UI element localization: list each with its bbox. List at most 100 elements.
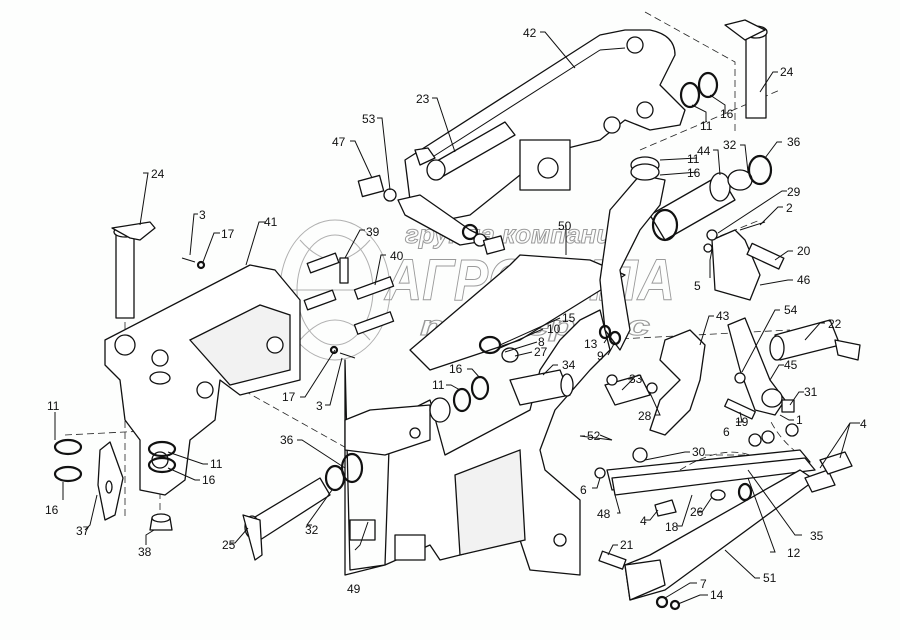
part-7-washer bbox=[655, 595, 669, 609]
part-1 bbox=[785, 423, 799, 437]
part-24-left-pin bbox=[111, 221, 156, 319]
part-53-nut bbox=[383, 188, 397, 202]
part-11-ring-left bbox=[53, 438, 83, 456]
part-30-bush bbox=[632, 447, 648, 463]
callout-49: 49 bbox=[347, 582, 361, 596]
callout-4: 4 bbox=[860, 417, 867, 431]
callout-30: 30 bbox=[692, 445, 706, 459]
part-21-pin bbox=[598, 550, 627, 570]
callout-38: 38 bbox=[138, 545, 152, 559]
part-35-clip bbox=[737, 482, 753, 502]
callout-24: 24 bbox=[780, 65, 794, 79]
callout-15: 15 bbox=[562, 311, 576, 325]
part-47-block bbox=[357, 174, 385, 198]
callout-9: 9 bbox=[597, 349, 604, 363]
part-3-17-bolt-mid bbox=[329, 345, 356, 359]
part-46-bracket bbox=[711, 229, 761, 301]
callout-37: 37 bbox=[76, 524, 90, 538]
part-41-frame bbox=[104, 264, 301, 496]
callout-7: 7 bbox=[700, 577, 707, 591]
part-4-bolt-left bbox=[654, 499, 677, 517]
callout-35: 35 bbox=[810, 529, 824, 543]
part-39-40-blocks bbox=[303, 252, 395, 335]
callout-24: 24 bbox=[151, 167, 165, 181]
part-11-ring-mid bbox=[452, 387, 472, 413]
part-16-ring-top bbox=[697, 71, 719, 99]
callout-42: 42 bbox=[523, 26, 537, 40]
callout-33: 33 bbox=[629, 372, 643, 386]
callout-labels: 24 3 17 41 42 23 53 47 39 40 50 24 16 11… bbox=[45, 26, 867, 602]
callout-52: 52 bbox=[587, 429, 601, 443]
part-26-pin bbox=[710, 489, 726, 501]
part-16-ring-frame bbox=[147, 456, 177, 474]
callout-6: 6 bbox=[723, 425, 730, 439]
callout-40: 40 bbox=[390, 249, 404, 263]
part-54-nut bbox=[734, 372, 746, 384]
callout-51: 51 bbox=[763, 571, 777, 585]
part-5-nut bbox=[703, 243, 713, 253]
callout-48: 48 bbox=[597, 507, 611, 521]
part-24-right-pin bbox=[724, 19, 768, 119]
callout-2: 2 bbox=[786, 201, 793, 215]
callout-17: 17 bbox=[221, 227, 235, 241]
callout-13: 13 bbox=[584, 337, 598, 351]
callout-34: 34 bbox=[562, 358, 576, 372]
callout-14: 14 bbox=[710, 588, 724, 602]
leader-lines bbox=[54, 31, 860, 605]
callout-16: 16 bbox=[45, 503, 59, 517]
callout-19: 19 bbox=[735, 415, 749, 429]
part-36-ring-left bbox=[340, 452, 364, 484]
callout-53: 53 bbox=[362, 112, 376, 126]
callout-18: 18 bbox=[665, 520, 679, 534]
part-44-tube bbox=[599, 172, 736, 351]
callout-43: 43 bbox=[716, 309, 730, 323]
callout-12: 12 bbox=[787, 546, 801, 560]
callout-16: 16 bbox=[720, 107, 734, 121]
callout-39: 39 bbox=[366, 225, 380, 239]
callout-26: 26 bbox=[690, 505, 704, 519]
callout-11: 11 bbox=[700, 119, 713, 133]
callout-6: 6 bbox=[580, 483, 587, 497]
callout-46: 46 bbox=[797, 273, 811, 287]
callout-50: 50 bbox=[558, 219, 572, 233]
part-51-arm bbox=[624, 469, 816, 601]
callout-27: 27 bbox=[534, 345, 548, 359]
callout-11: 11 bbox=[210, 457, 223, 471]
callout-11: 11 bbox=[432, 378, 445, 392]
part-36-ring-top bbox=[747, 154, 773, 186]
callout-44: 44 bbox=[697, 144, 711, 158]
part-11-ring-frame bbox=[147, 440, 177, 458]
callout-31: 31 bbox=[804, 385, 818, 399]
part-25-pin bbox=[242, 477, 331, 561]
callout-23: 23 bbox=[416, 92, 430, 106]
callout-10: 10 bbox=[547, 322, 561, 336]
callout-11: 11 bbox=[687, 152, 700, 166]
callout-1: 1 bbox=[796, 413, 803, 427]
callout-45: 45 bbox=[784, 358, 798, 372]
part-23-pin bbox=[414, 121, 516, 181]
callout-20: 20 bbox=[797, 244, 811, 258]
part-4-bolts bbox=[804, 469, 836, 493]
callout-32: 32 bbox=[305, 523, 319, 537]
part-3-17-bolt-top bbox=[181, 257, 206, 270]
part-2-bolt bbox=[739, 221, 766, 231]
callout-29: 29 bbox=[787, 185, 801, 199]
part-20-pin bbox=[746, 242, 785, 270]
part-29-washer bbox=[706, 229, 718, 241]
callout-47: 47 bbox=[332, 135, 346, 149]
callout-5: 5 bbox=[694, 279, 701, 293]
part-52-pin bbox=[599, 434, 613, 441]
part-43-link bbox=[649, 329, 706, 436]
callout-41: 41 bbox=[264, 215, 278, 229]
callout-22: 22 bbox=[828, 317, 842, 331]
callout-3: 3 bbox=[199, 208, 206, 222]
part-16-ring-left bbox=[53, 465, 83, 483]
part-28-nut bbox=[646, 382, 658, 394]
callout-28: 28 bbox=[638, 409, 652, 423]
callout-16: 16 bbox=[449, 362, 463, 376]
callout-36: 36 bbox=[280, 433, 294, 447]
part-19-pin bbox=[724, 398, 756, 420]
callout-17: 17 bbox=[282, 390, 296, 404]
